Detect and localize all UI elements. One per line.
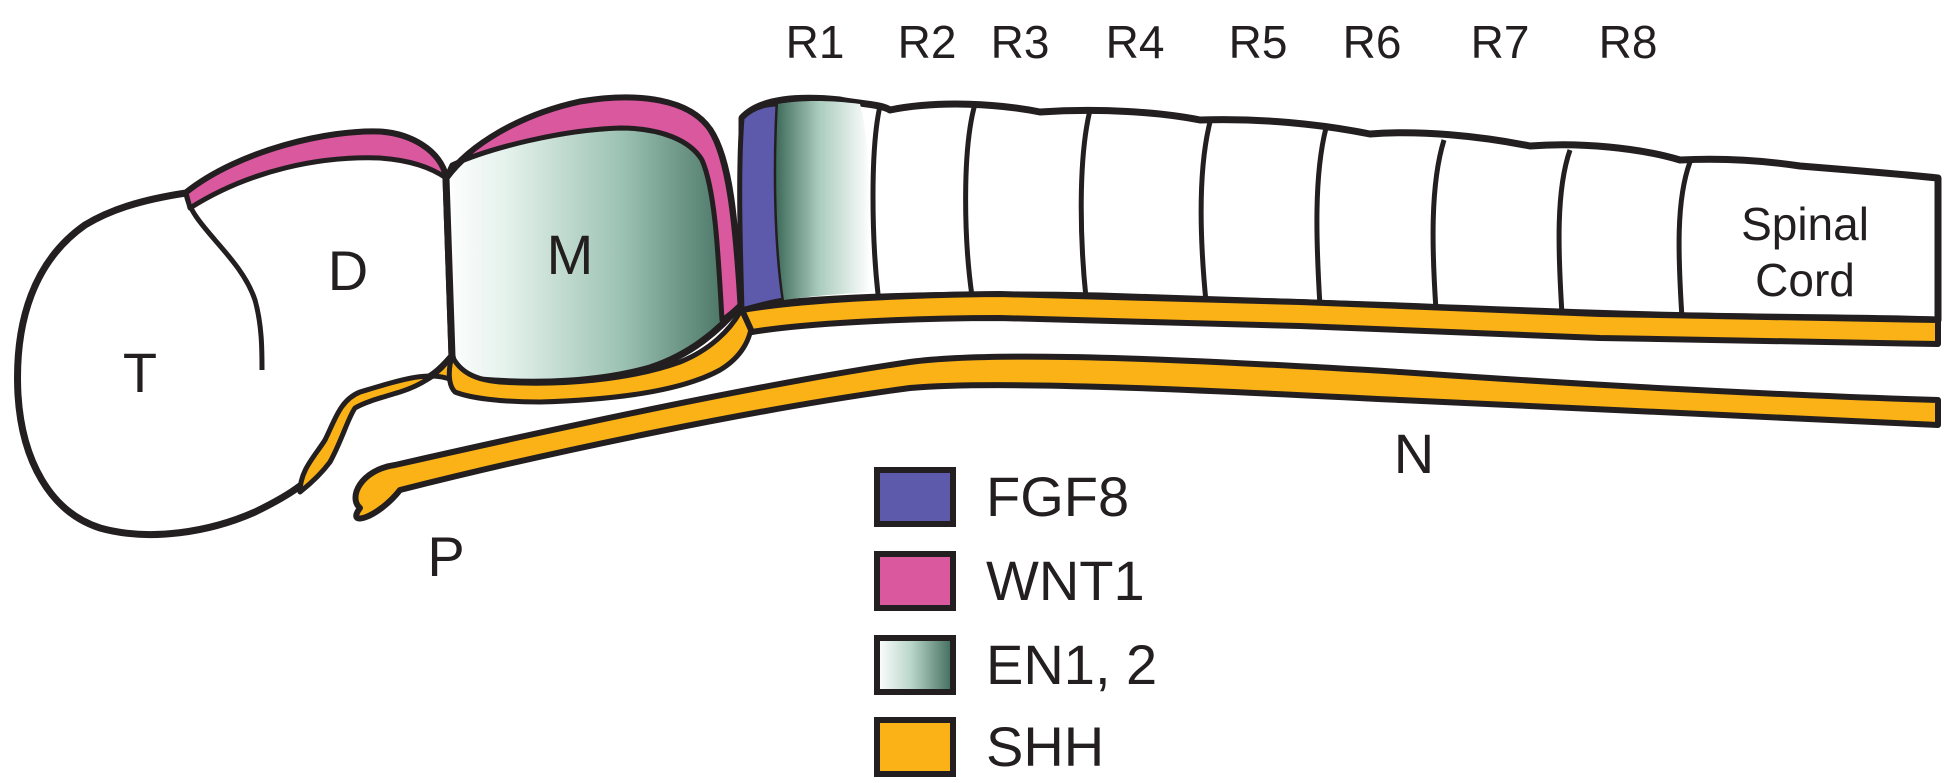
rhombomere-boundaries <box>870 103 1693 319</box>
r1-en-gradient <box>776 101 871 300</box>
legend-swatch-wnt1 <box>874 551 956 611</box>
label-mesencephalon: M <box>547 223 594 286</box>
label-prechordal-plate: P <box>427 525 464 588</box>
label-spinal-cord-line2: Cord <box>1755 254 1855 306</box>
rhombomere-label: R7 <box>1471 16 1530 68</box>
rhombomere-label: R2 <box>898 16 957 68</box>
mesencephalon-wnt1-band <box>443 95 743 323</box>
label-spinal-cord-line1: Spinal <box>1741 198 1869 250</box>
rhombomere-label: R3 <box>991 16 1050 68</box>
legend-swatch-fgf8 <box>874 467 956 527</box>
rhombomere-label: R6 <box>1343 16 1402 68</box>
rhombomere-label: R8 <box>1599 16 1658 68</box>
rhombomere-label: R4 <box>1106 16 1165 68</box>
forebrain-shh-band <box>297 353 455 495</box>
legend-label-shh: SHH <box>986 715 1104 778</box>
legend: FGF8 WNT1 EN1, 2 SHH <box>874 465 1157 778</box>
mesencephalon-shh-band <box>446 309 755 405</box>
legend-label-en: EN1, 2 <box>986 633 1157 696</box>
rhombomere-label: R5 <box>1229 16 1288 68</box>
notochord-shape <box>352 353 1941 522</box>
legend-swatch-en <box>874 635 956 695</box>
label-notochord: N <box>1394 422 1434 485</box>
legend-label-fgf8: FGF8 <box>986 465 1129 528</box>
legend-label-wnt1: WNT1 <box>986 549 1145 612</box>
telencephalon-diencephalon-boundary <box>183 192 265 371</box>
legend-swatch-shh <box>874 717 956 777</box>
rhombomere-labels: R1 R2 R3 R4 R5 R6 R7 R8 <box>786 16 1658 68</box>
label-telencephalon: T <box>123 341 157 404</box>
rhombomere-label: R1 <box>786 16 845 68</box>
floor-plate-shh-band <box>739 291 1941 347</box>
label-diencephalon: D <box>328 239 368 302</box>
